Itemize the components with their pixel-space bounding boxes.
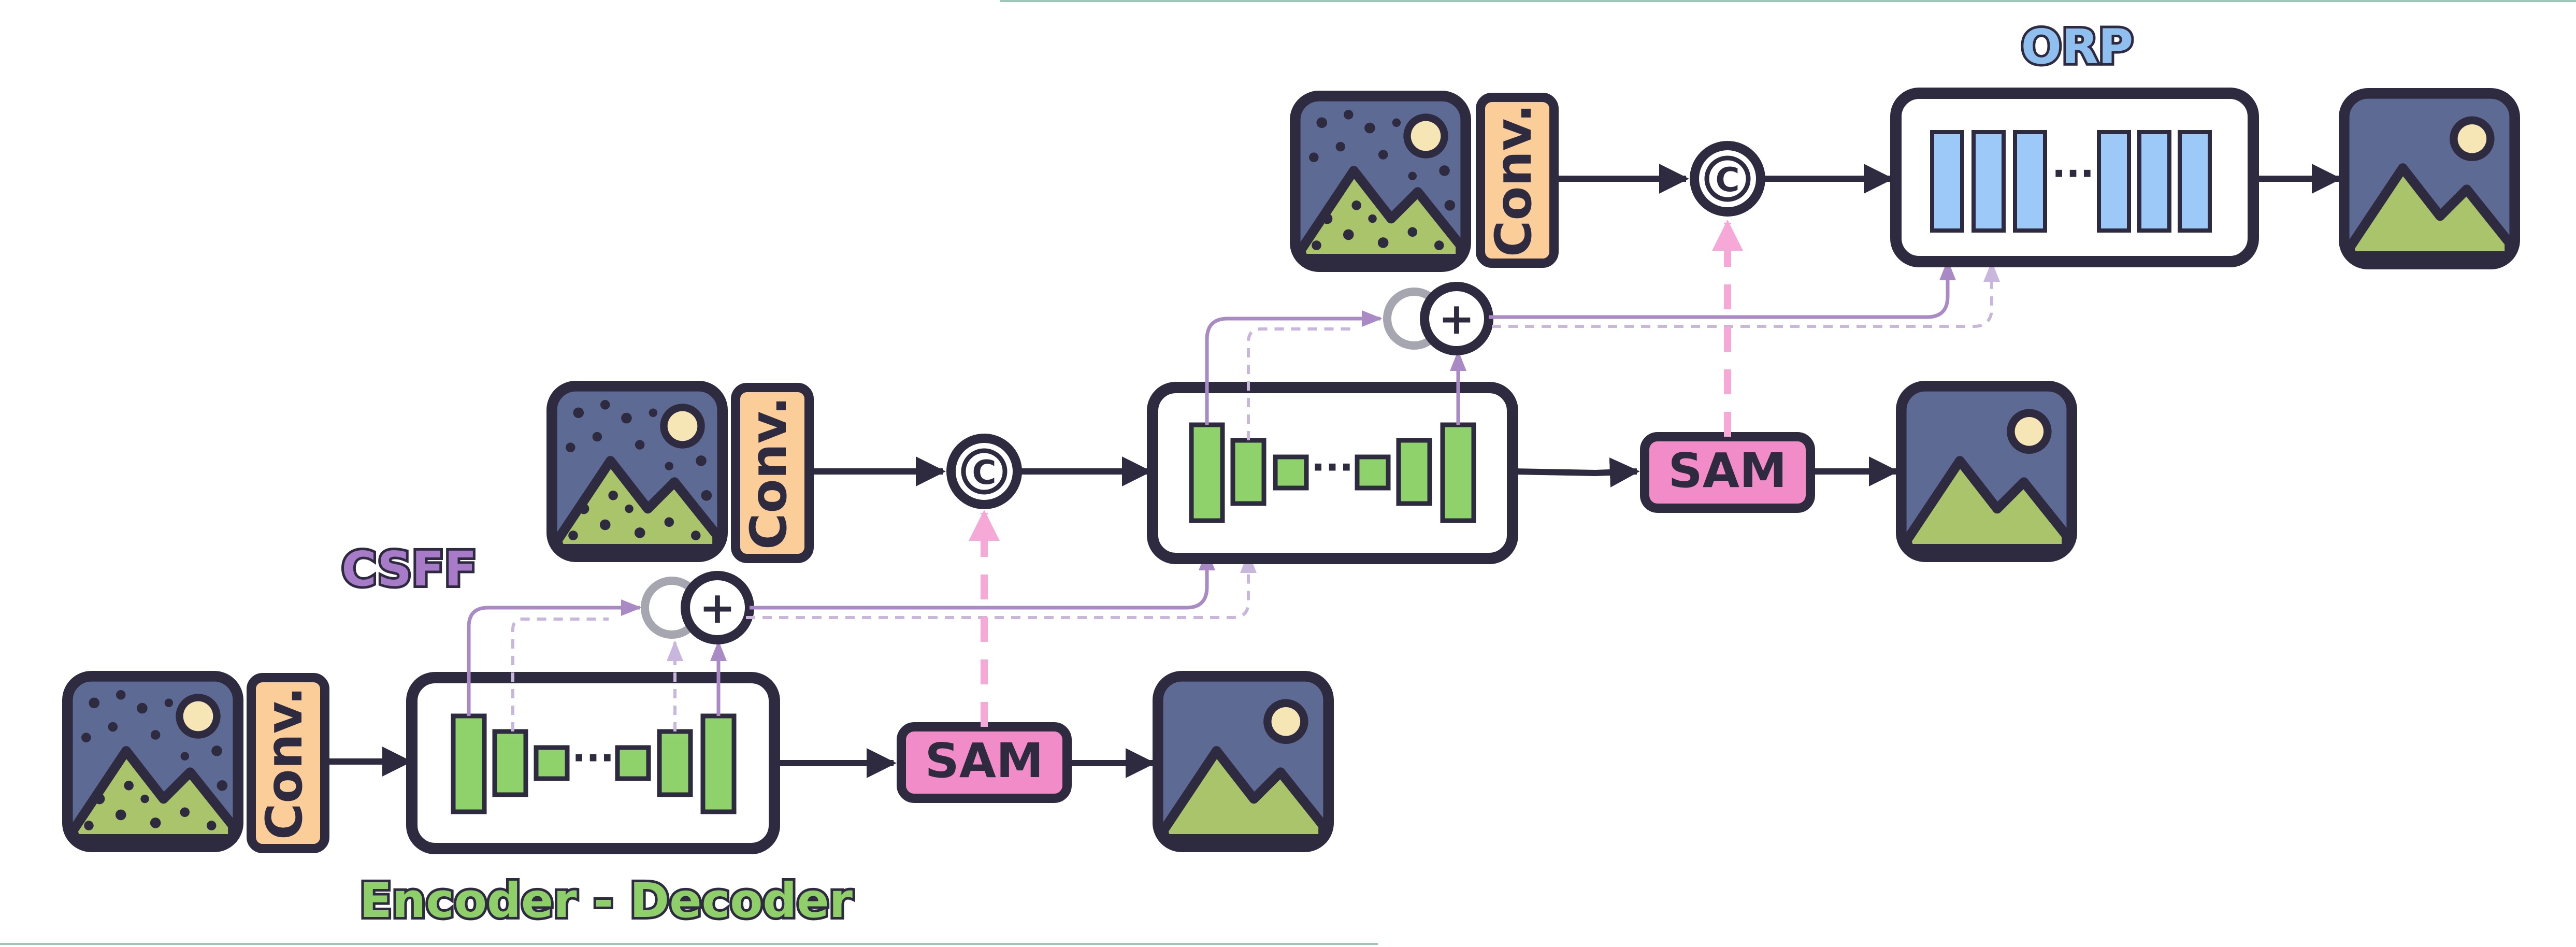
svg-text:+: +	[1438, 293, 1475, 344]
concat-node-stage2: C	[946, 434, 1022, 509]
concat-node-stage3: C	[1690, 141, 1765, 217]
noisy-image-icon	[552, 386, 722, 556]
sam-block-stage1: SAM	[897, 722, 1072, 803]
orp-label: ORP	[2021, 19, 2133, 75]
csff-add-node-stage2: +	[1420, 282, 1493, 355]
svg-text:SAM: SAM	[925, 733, 1043, 788]
svg-text:C: C	[1716, 161, 1740, 199]
conv-block-stage1: Conv.	[247, 673, 329, 853]
conv-block-stage2: Conv.	[731, 383, 814, 563]
conv-block-stage3: Conv.	[1476, 93, 1559, 268]
svg-text:C: C	[972, 454, 997, 492]
svg-text:···: ···	[1311, 446, 1354, 489]
sam-block-stage2: SAM	[1640, 432, 1815, 513]
csff-add-node-stage1: +	[681, 571, 754, 644]
orp-block: ···	[1890, 88, 2259, 267]
svg-text:SAM: SAM	[1668, 443, 1787, 498]
encoder-decoder-label: Encoder - Decoder	[359, 873, 853, 928]
svg-text:···: ···	[572, 736, 614, 780]
clean-image-icon	[2344, 93, 2514, 264]
csff-label: CSFF	[341, 541, 477, 597]
noisy-image-icon	[1295, 96, 1465, 266]
clean-image-icon	[1901, 386, 2071, 556]
noisy-image-icon	[67, 676, 238, 846]
svg-text:···: ···	[2052, 152, 2094, 195]
encoder-decoder-stage1: ···	[406, 672, 780, 854]
svg-text:+: +	[699, 582, 736, 633]
clean-image-icon	[1158, 676, 1328, 846]
svg-text:Conv.: Conv.	[255, 686, 313, 840]
svg-text:Conv.: Conv.	[1485, 104, 1543, 257]
svg-text:Conv.: Conv.	[740, 396, 798, 550]
